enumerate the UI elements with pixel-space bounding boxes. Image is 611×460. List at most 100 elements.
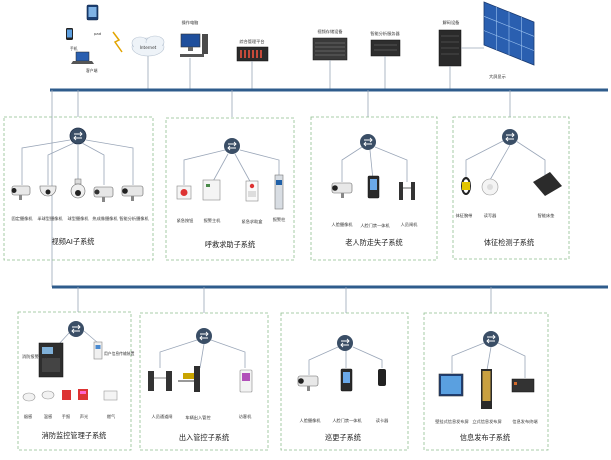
switch-icon bbox=[196, 328, 212, 344]
video-subsystem-box bbox=[3, 116, 154, 261]
fire-host-icon bbox=[38, 342, 64, 378]
device-label: 固定摄像机 bbox=[12, 215, 34, 222]
analysis-server-label: 智能分析服务器 bbox=[370, 30, 400, 37]
smoke-detector-icon bbox=[22, 392, 36, 402]
storage-label: 视频存储设备 bbox=[317, 28, 343, 35]
alarm-host-icon bbox=[202, 179, 221, 201]
switch-icon bbox=[68, 321, 84, 337]
info-subsystem-box bbox=[423, 312, 549, 451]
switch-icon bbox=[337, 335, 353, 351]
internet-cloud: Internet bbox=[131, 35, 165, 57]
workstation-group: 操作电脑 bbox=[180, 19, 208, 57]
keyboard-icon bbox=[180, 54, 204, 57]
device-label: 人员通道闸 bbox=[152, 413, 173, 420]
access-subsystem-box bbox=[139, 312, 269, 451]
anti-loss-subsystem-box bbox=[310, 116, 438, 261]
face-camera-icon bbox=[297, 375, 319, 391]
fire-devices: 消防报警主机 用户信息传输装置 烟感 温感 手报 声光 燃气 消防监控管理子系统 bbox=[22, 341, 135, 440]
vehicle-barrier-icon bbox=[178, 366, 200, 392]
dome-camera-icon bbox=[39, 185, 57, 197]
switch-row2 bbox=[68, 321, 499, 351]
visitor-terminal-icon bbox=[239, 369, 253, 393]
device-label: 人脸摄像机 bbox=[300, 417, 322, 424]
smart-camera-icon bbox=[121, 185, 144, 201]
decoder-label: 解码设备 bbox=[443, 19, 461, 26]
info-devices: 壁挂式信息发布屏 立式信息发布屏 信息发布终端 信息发布子系统 bbox=[435, 369, 538, 442]
switch-icon bbox=[360, 134, 376, 150]
storage-device-icon bbox=[312, 37, 348, 61]
subsystem-title: 信息发布子系统 bbox=[460, 433, 510, 442]
subsystem-title: 呼救求助子系统 bbox=[205, 240, 255, 249]
device-label: 报警柱 bbox=[273, 216, 286, 223]
call-devices: 紧急按钮 报警主机 紧急求助盒 报警柱 呼救求助子系统 bbox=[176, 174, 286, 249]
smart-mattress-icon bbox=[533, 172, 562, 196]
device-label: 车辆出入管控 bbox=[185, 414, 211, 421]
standing-display-icon bbox=[481, 369, 492, 409]
subsystem-title: 体征检测子系统 bbox=[484, 238, 534, 247]
big-screen-group: 大屏显示 bbox=[483, 1, 535, 80]
device-label: 人脸门禁一体机 bbox=[360, 222, 390, 229]
platform-label: 综合管理平台 bbox=[239, 38, 264, 45]
heat-detector-icon bbox=[41, 390, 55, 400]
patrol-devices: 人脸摄像机 人脸门禁一体机 读卡器 巡更子系统 bbox=[297, 368, 389, 442]
wireless-icon bbox=[112, 31, 123, 53]
device-label: 烟感 bbox=[24, 413, 32, 420]
decoder-group: 解码设备 bbox=[438, 19, 462, 67]
turnstile-gate-icon bbox=[148, 371, 172, 391]
wall-display-icon bbox=[438, 373, 464, 397]
device-label: 智能分析摄像机 bbox=[119, 215, 149, 222]
video-devices: 固定摄像机 半球型摄像机 球型摄像机 热成像摄像机 智能分析摄像机 视频AI子系… bbox=[11, 178, 149, 246]
sound-light-alarm-icon bbox=[78, 389, 88, 400]
device-label: 声光 bbox=[80, 413, 88, 420]
transmitter-icon bbox=[93, 341, 103, 360]
device-label: 信息发布终端 bbox=[512, 418, 537, 425]
pc-tower-icon bbox=[202, 34, 208, 54]
gas-detector-icon bbox=[103, 390, 118, 401]
switch-icon bbox=[224, 138, 240, 154]
device-label: 温感 bbox=[44, 413, 52, 420]
device-label: 报警主机 bbox=[204, 217, 222, 224]
access-devices: 人员通道闸 车辆出入管控 访客机 出入管控子系统 bbox=[148, 366, 253, 442]
switch-row1 bbox=[69, 127, 518, 154]
platform-group: 综合管理平台 bbox=[236, 38, 269, 62]
alarm-pillar-icon bbox=[274, 174, 284, 210]
device-label: 智能床垫 bbox=[538, 212, 556, 219]
vital-subsystem-box bbox=[452, 116, 570, 260]
top-wires bbox=[147, 47, 484, 90]
device-label: 读卡器 bbox=[376, 417, 389, 424]
device-label: 人脸摄像机 bbox=[332, 221, 354, 228]
device-label: 立式信息发布屏 bbox=[472, 418, 501, 425]
device-label: 燃气 bbox=[107, 413, 116, 420]
device-label: 手报 bbox=[62, 413, 71, 420]
switch-icon bbox=[502, 129, 518, 145]
device-label: 访客机 bbox=[239, 413, 252, 420]
device-label: 热成像摄像机 bbox=[92, 215, 118, 222]
fire-host-label: 消防报警主机 bbox=[22, 353, 48, 360]
workstation-label: 操作电脑 bbox=[182, 19, 199, 26]
storage-group: 视频存储设备 bbox=[312, 28, 348, 61]
anti-loss-devices: 人脸摄像机 人脸门禁一体机 人员闸机 老人防走失子系统 bbox=[331, 175, 418, 247]
phone-label: 手机 bbox=[70, 46, 78, 51]
big-screen-label: 大屏显示 bbox=[489, 73, 506, 80]
ptz-camera-icon bbox=[70, 178, 86, 199]
thermal-camera-icon bbox=[93, 186, 114, 202]
help-box-icon bbox=[245, 180, 259, 202]
face-camera-icon bbox=[331, 182, 353, 198]
fixed-camera-icon bbox=[11, 185, 31, 200]
fire-subsystem-box bbox=[17, 311, 132, 451]
card-reader-icon bbox=[378, 369, 386, 386]
analysis-server-group: 智能分析服务器 bbox=[370, 30, 400, 57]
emergency-button-icon bbox=[176, 185, 192, 200]
device-label: 半球型摄像机 bbox=[37, 215, 63, 222]
subsystem-title: 出入管控子系统 bbox=[179, 433, 229, 442]
device-label: 壁挂式信息发布屏 bbox=[435, 418, 469, 425]
wristband-icon bbox=[461, 177, 471, 195]
device-label: 紧急求助盒 bbox=[242, 218, 264, 225]
subsystem-title: 老人防走失子系统 bbox=[345, 238, 403, 247]
face-terminal-icon bbox=[340, 368, 353, 392]
transmitter-label: 用户信息传输装置 bbox=[104, 351, 135, 356]
switch-icon bbox=[69, 127, 87, 145]
face-terminal-icon bbox=[367, 175, 380, 199]
